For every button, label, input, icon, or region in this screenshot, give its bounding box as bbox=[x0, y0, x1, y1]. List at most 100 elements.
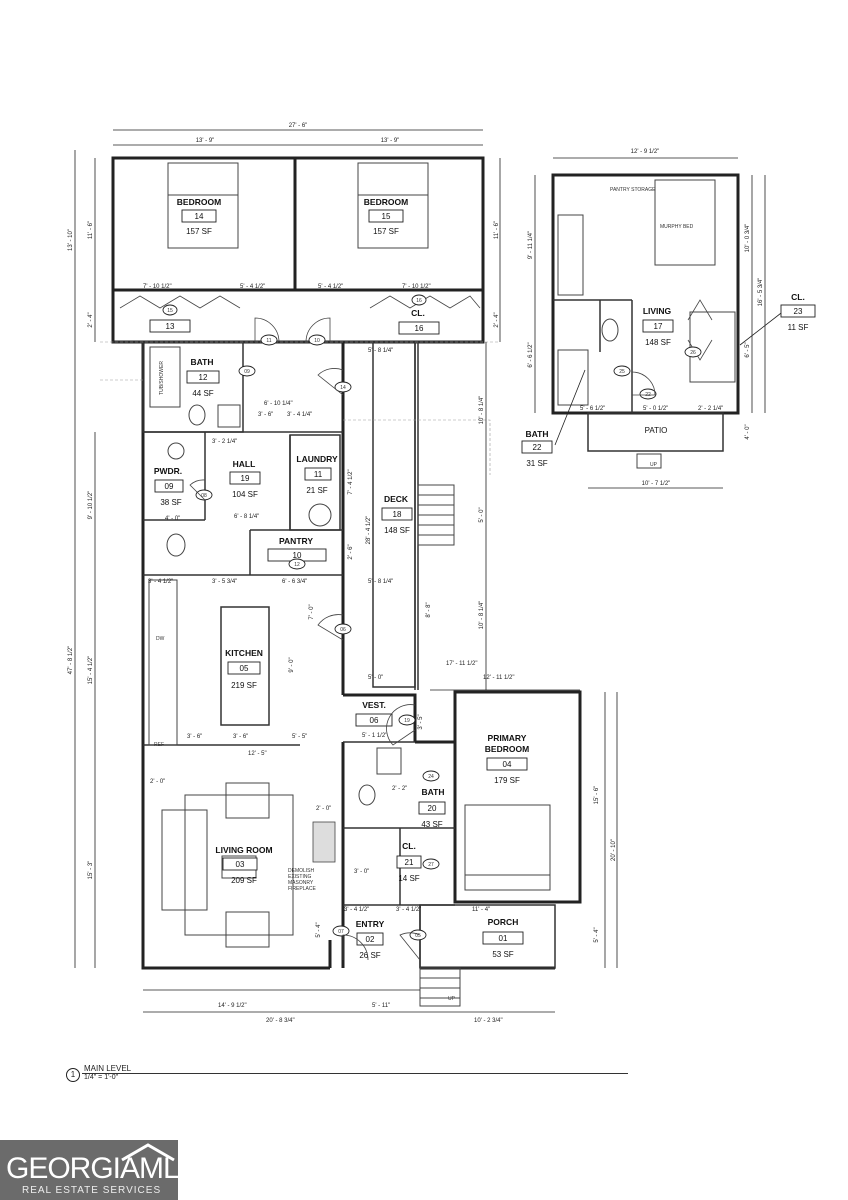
dim-12-5: 12' - 5" bbox=[248, 751, 267, 757]
living-furniture bbox=[161, 782, 294, 948]
dim-7-10b: 7' - 10 1/2" bbox=[402, 284, 431, 290]
dim-2-2: 2' - 2" bbox=[392, 786, 407, 792]
dim-left-2-4: 2' - 4" bbox=[88, 312, 94, 327]
dim-adu-right3: 6' - 5" bbox=[745, 342, 751, 357]
room-area: 148 SF bbox=[384, 526, 410, 535]
dim-left-top: 13' - 10" bbox=[68, 229, 74, 251]
logo-text: GEORGIAMLS bbox=[6, 1152, 199, 1185]
room-number: 16 bbox=[415, 324, 424, 333]
room-kitchen-05: KITCHEN 05 219 SF bbox=[225, 648, 263, 690]
door-tag-05: 05 bbox=[415, 933, 421, 939]
dim-left-overall: 47' - 8 1/2" bbox=[68, 646, 74, 675]
room-vestibule-06: VEST. 06 bbox=[355, 700, 393, 727]
room-area: 26 SF bbox=[359, 951, 380, 960]
room-name: DECK bbox=[384, 494, 409, 504]
room-number: 19 bbox=[241, 474, 250, 483]
room-primary-bedroom-04: PRIMARY BEDROOM 04 179 SF bbox=[485, 733, 529, 785]
dim-adu-bot2: 5' - 0 1/2" bbox=[643, 406, 668, 412]
door-tag-26: 26 bbox=[690, 350, 696, 356]
caption-number: 1 bbox=[66, 1068, 80, 1082]
room-name: BATH bbox=[191, 357, 214, 367]
dim-adu-right1: 10' - 0 3/4" bbox=[745, 224, 751, 253]
dim-3-6: 3' - 6" bbox=[258, 412, 273, 418]
dim-left-15-4: 15' - 4 1/2" bbox=[88, 656, 94, 685]
dim-10-8: 10' - 8 1/4" bbox=[479, 601, 485, 630]
dim-left-9-10: 9' - 10 1/2" bbox=[88, 491, 94, 520]
room-area: 43 SF bbox=[421, 820, 442, 829]
room-entry-02: ENTRY 02 26 SF bbox=[356, 919, 385, 960]
room-name: BEDROOM bbox=[364, 197, 408, 207]
room-closet-21: CL. 21 14 SF bbox=[396, 841, 422, 883]
dim-adu-right4: 4' - 0" bbox=[745, 424, 751, 439]
door-tag-24: 24 bbox=[428, 774, 434, 780]
room-area: 179 SF bbox=[494, 776, 520, 785]
bath-fixtures bbox=[149, 346, 402, 806]
door-tag: 15 bbox=[167, 308, 173, 314]
room-closet-16: CL. 16 16 bbox=[398, 294, 440, 335]
dimension-lines bbox=[74, 129, 766, 1013]
georgia-mls-logo: GEORGIAMLS REAL ESTATE SERVICES bbox=[0, 1140, 199, 1200]
note-up-porch: UP bbox=[448, 996, 456, 1002]
note-murphy-bed: MURPHY BED bbox=[660, 224, 694, 230]
room-name: LIVING bbox=[643, 306, 672, 316]
dim-20-8: 20' - 8 3/4" bbox=[266, 1018, 295, 1024]
door-tags: 11 10 09 14 08 12 06 19 24 27 07 05 25 2… bbox=[195, 334, 702, 941]
dim-2-6: 2' - 6" bbox=[348, 544, 354, 559]
dim-5-8b: 5' - 8 1/4" bbox=[368, 579, 393, 585]
dim-right-bed: 11' - 6" bbox=[494, 221, 500, 239]
dim-10-8b: 10' - 8 1/4" bbox=[479, 396, 485, 425]
bed-furniture bbox=[167, 162, 551, 891]
dim-left-bed: 11' - 6" bbox=[88, 221, 94, 239]
room-number: 11 bbox=[314, 470, 323, 479]
room-number: 22 bbox=[533, 443, 542, 452]
dim-6-8: 6' - 8 1/4" bbox=[234, 514, 259, 520]
door-tag-25: 25 bbox=[619, 369, 625, 375]
room-closet-13: 13 15 bbox=[149, 304, 191, 333]
note-up-adu: UP bbox=[650, 462, 658, 468]
room-name: PORCH bbox=[488, 917, 519, 927]
note-demolish-2: EXISTING bbox=[288, 874, 311, 880]
dim-3-2: 3' - 2 1/4" bbox=[212, 439, 237, 445]
door-tag-10: 10 bbox=[314, 338, 320, 344]
note-demolish-4: FIREPLACE bbox=[288, 886, 316, 892]
room-name: CL. bbox=[402, 841, 416, 851]
door-swings bbox=[189, 317, 656, 961]
room-bedroom-14: BEDROOM 14 157 SF bbox=[177, 197, 221, 236]
dim-7-0: 7' - 0" bbox=[309, 604, 315, 619]
room-bath-12: BATH 12 44 SF bbox=[186, 357, 220, 398]
dim-14-9: 14' - 9 1/2" bbox=[218, 1003, 247, 1009]
dim-overall-top: 27' - 6" bbox=[289, 123, 308, 129]
dim-left-15-3: 15' - 3" bbox=[88, 861, 94, 880]
note-ref: REF bbox=[154, 742, 164, 748]
dim-5-4: 5' - 4" bbox=[316, 922, 322, 937]
room-name: ENTRY bbox=[356, 919, 385, 929]
dim-adu-left2: 6' - 6 1/2" bbox=[528, 342, 534, 367]
room-name: BEDROOM bbox=[177, 197, 221, 207]
room-deck-18: DECK 18 148 SF bbox=[381, 494, 413, 535]
room-number: 20 bbox=[428, 804, 437, 813]
dim-adu-bot1: 5' - 6 1/2" bbox=[580, 406, 605, 412]
dim-20-10: 20' - 10" bbox=[611, 839, 617, 861]
room-number: 03 bbox=[236, 860, 245, 869]
room-area: 21 SF bbox=[306, 486, 327, 495]
dim-5-11: 5' - 11" bbox=[372, 1003, 390, 1009]
room-name: VEST. bbox=[362, 700, 386, 710]
dim-7-10a: 7' - 10 1/2" bbox=[143, 284, 172, 290]
door-tag: 16 bbox=[416, 298, 422, 304]
room-number: 10 bbox=[293, 551, 302, 560]
room-name: PWDR. bbox=[154, 466, 182, 476]
dim-3-4c: 3' - 4 1/2" bbox=[344, 907, 369, 913]
dim-6-6: 6' - 6 3/4" bbox=[282, 579, 307, 585]
door-tag-11: 11 bbox=[266, 338, 271, 344]
room-bedroom-15: BEDROOM 15 157 SF bbox=[364, 197, 408, 236]
room-number: 09 bbox=[165, 482, 174, 491]
room-porch-01: PORCH 01 53 SF bbox=[482, 917, 524, 959]
dim-adu-left1: 9' - 11 1/4" bbox=[528, 231, 534, 259]
dim-5-1: 5' - 1 1/2" bbox=[362, 733, 387, 739]
dim-adu-bot3: 2' - 2 1/4" bbox=[698, 406, 723, 412]
caption-scale: 1/4" = 1'-0" bbox=[84, 1074, 119, 1081]
dim-3-4d: 3' - 4 1/2" bbox=[396, 907, 421, 913]
room-area: 157 SF bbox=[186, 227, 212, 236]
note-demolish-3: MASONRY bbox=[288, 880, 314, 886]
